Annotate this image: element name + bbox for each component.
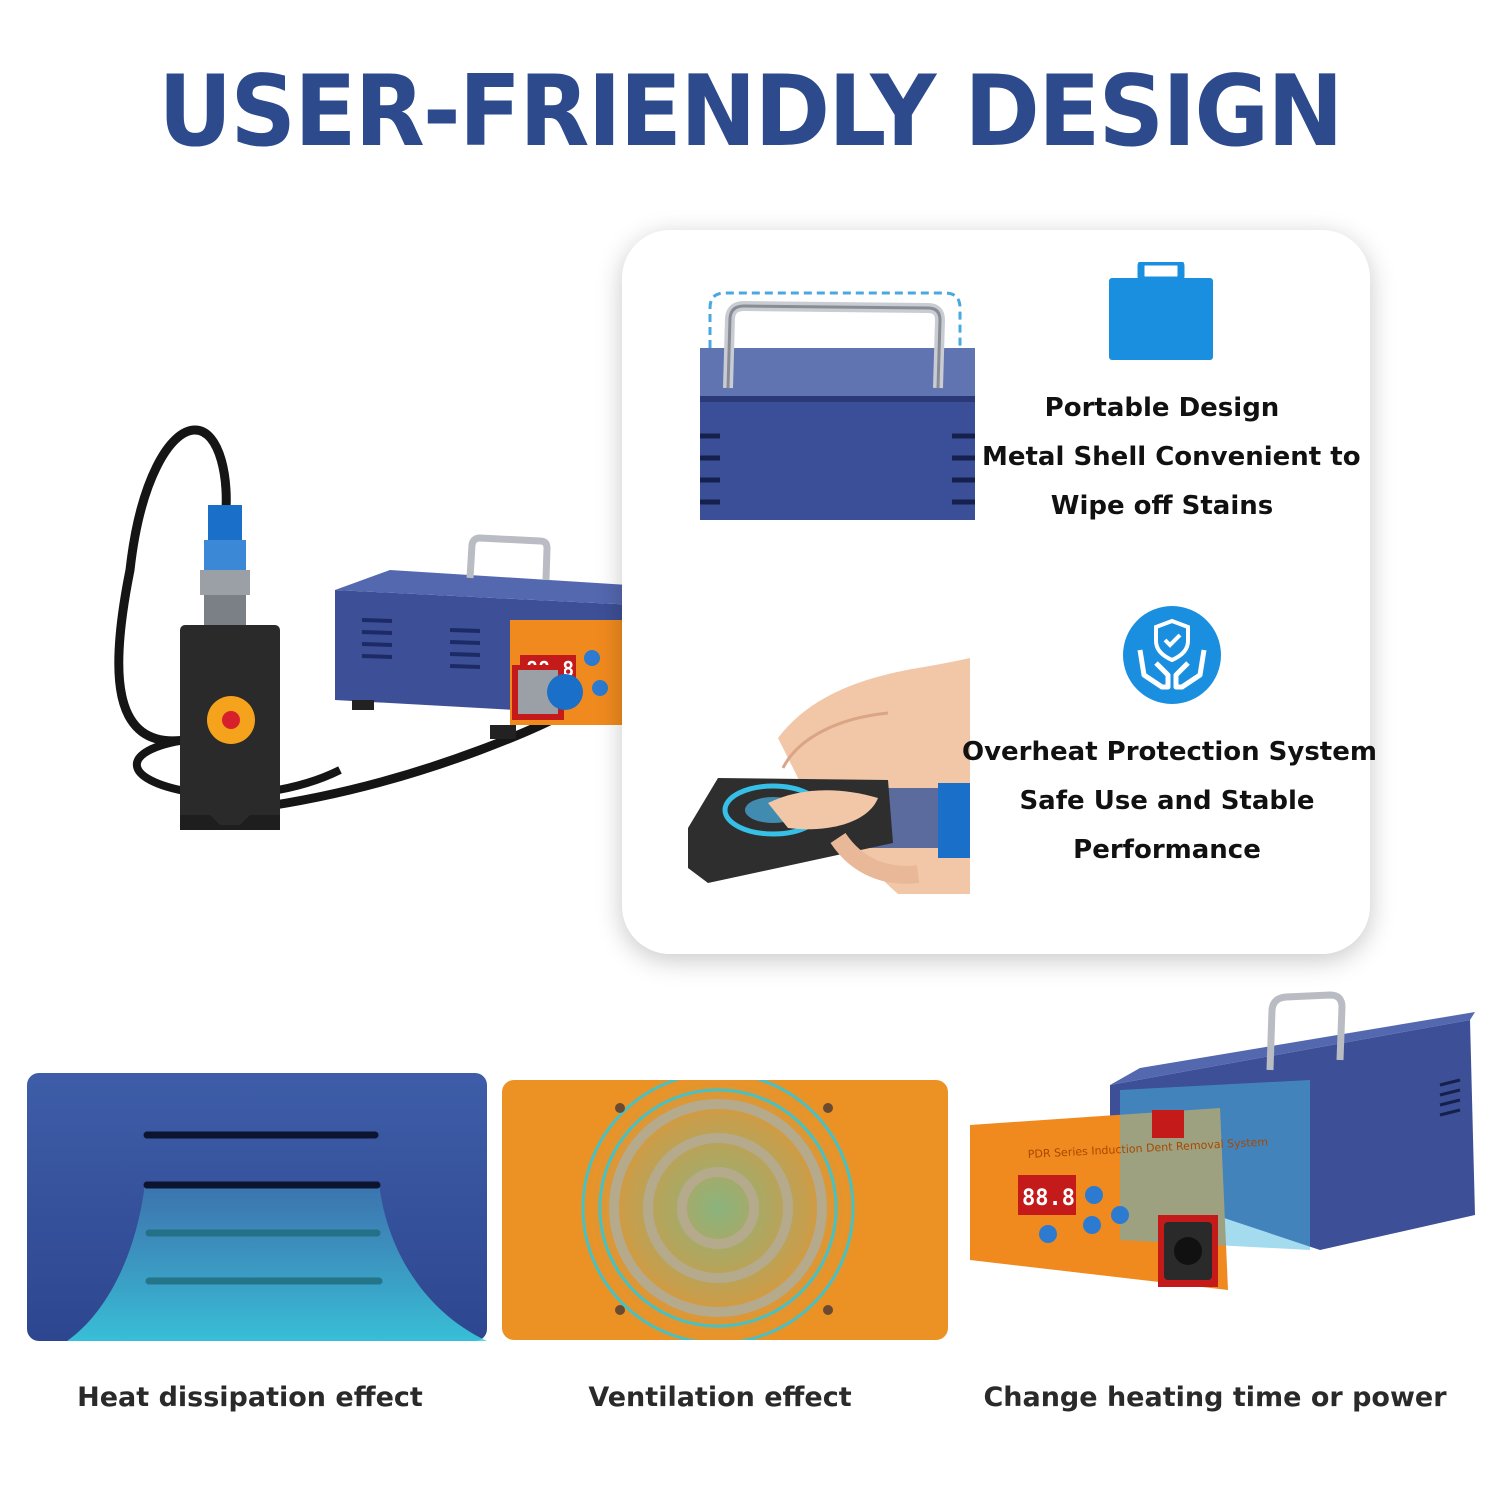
feature-card: Portable Design Metal Shell Convenient t…: [622, 230, 1377, 954]
feature-line: Safe Use and Stable: [1019, 786, 1315, 816]
portable-handle-photo: [700, 291, 975, 520]
feature-line: Overheat Protection System: [962, 737, 1377, 767]
caption-ventilation: Ventilation effect: [588, 1382, 852, 1413]
ventilation-photo: [502, 1080, 948, 1340]
feature-portable-text: Portable Design Metal Shell Convenient t…: [982, 384, 1361, 531]
feature-line: Metal Shell Convenient to: [982, 442, 1361, 472]
heat-dissipation-photo: [27, 1073, 487, 1341]
caption-change-heating: Change heating time or power: [983, 1382, 1447, 1413]
feature-line: Portable Design: [1044, 393, 1280, 423]
panel-display: 88.8: [1022, 1186, 1075, 1211]
control-panel-photo: 88.8 PDR Series Induction Dent Removal S…: [970, 991, 1475, 1290]
page-title: USER-FRIENDLY DESIGN: [158, 55, 1343, 169]
shield-hands-icon: [1123, 606, 1221, 704]
caption-heat-dissipation: Heat dissipation effect: [77, 1382, 423, 1413]
briefcase-icon: [1109, 262, 1213, 360]
feature-protection-text: Overheat Protection System Safe Use and …: [962, 728, 1377, 875]
feature-line: Wipe off Stains: [1050, 491, 1274, 521]
handheld-tool-photo: [688, 658, 970, 894]
feature-line: Performance: [1073, 835, 1261, 865]
